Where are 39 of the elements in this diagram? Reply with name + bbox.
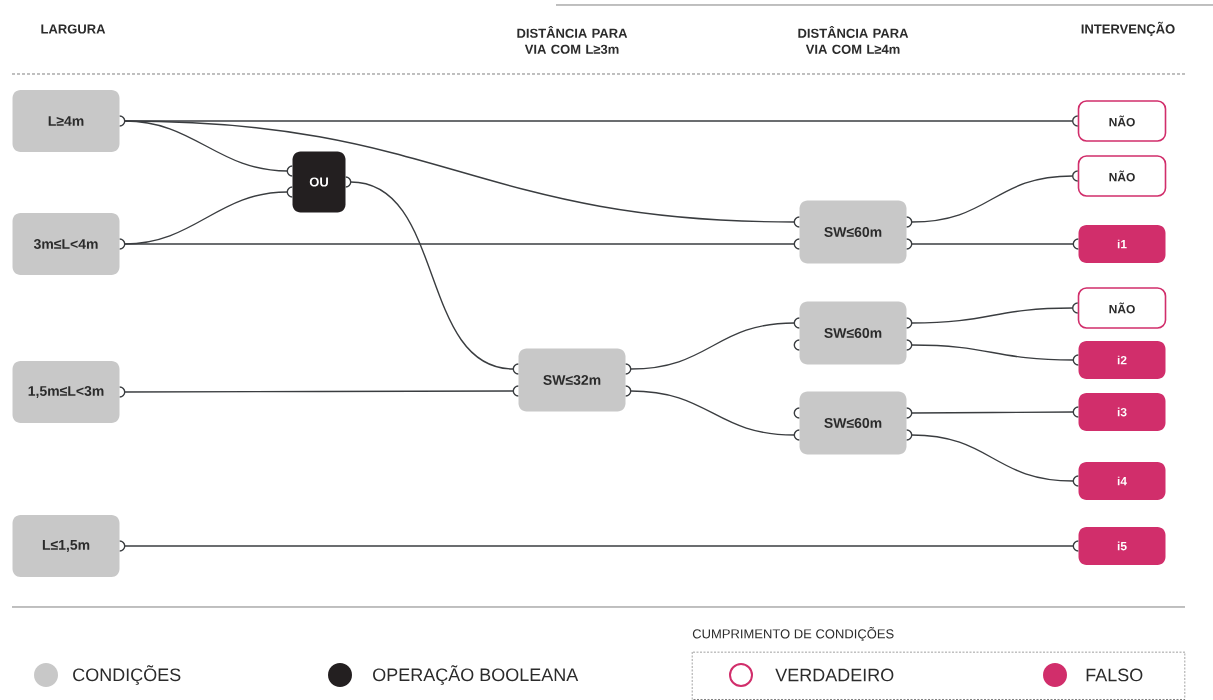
outcome-box: NÃO — [1072, 287, 1167, 329]
condition-box: SW≤60m — [793, 301, 913, 365]
column-heading: INTERVENÇÃO — [1081, 21, 1175, 37]
connector — [124, 390, 514, 393]
connector — [911, 411, 1074, 414]
connector — [630, 390, 795, 436]
legend-label: FALSO — [1086, 668, 1143, 682]
legend-label: VERDADEIRO — [775, 668, 894, 682]
condition-box: SW≤32m — [512, 348, 632, 412]
connector — [350, 181, 514, 370]
condition-box: SW≤60m — [793, 391, 913, 455]
condition-box: L≥4m — [12, 90, 126, 152]
condition-box: SW≤60m — [793, 200, 913, 264]
connector — [124, 545, 1074, 547]
condition-box: 1,5m≤L<3m — [12, 361, 126, 423]
outcome-box: i2 — [1072, 341, 1166, 379]
connector — [911, 307, 1074, 324]
legend-label: OPERAÇÃO BOOLEANA — [373, 665, 579, 685]
outcome-box: i4 — [1072, 462, 1166, 500]
connector — [124, 243, 795, 245]
legend-heading: CUMPRIMENTO DE CONDIÇÕES — [692, 626, 894, 642]
column-heading: DISTÂNCIA PARA VIA COM L≥3m — [517, 26, 628, 54]
connector — [911, 175, 1074, 223]
column-heading: DISTÂNCIA PARA VIA COM L≥4m — [798, 26, 909, 54]
operation-box: OU — [286, 151, 352, 213]
condition-box: L≤1,5m — [12, 515, 126, 577]
outcome-box: NÃO — [1072, 100, 1167, 142]
condition-box: 3m≤L<4m — [12, 213, 126, 275]
connector — [911, 243, 1074, 245]
connector — [630, 322, 795, 370]
outcome-box: i1 — [1072, 225, 1166, 263]
legend-label: CONDIÇÕES — [73, 665, 181, 685]
outcome-box: NÃO — [1072, 155, 1167, 197]
outcome-box: i3 — [1072, 393, 1166, 431]
connector — [911, 434, 1074, 482]
column-heading: LARGURA — [41, 24, 106, 34]
connector — [911, 344, 1074, 361]
outcome-box: i5 — [1072, 527, 1166, 565]
connector — [124, 120, 795, 223]
